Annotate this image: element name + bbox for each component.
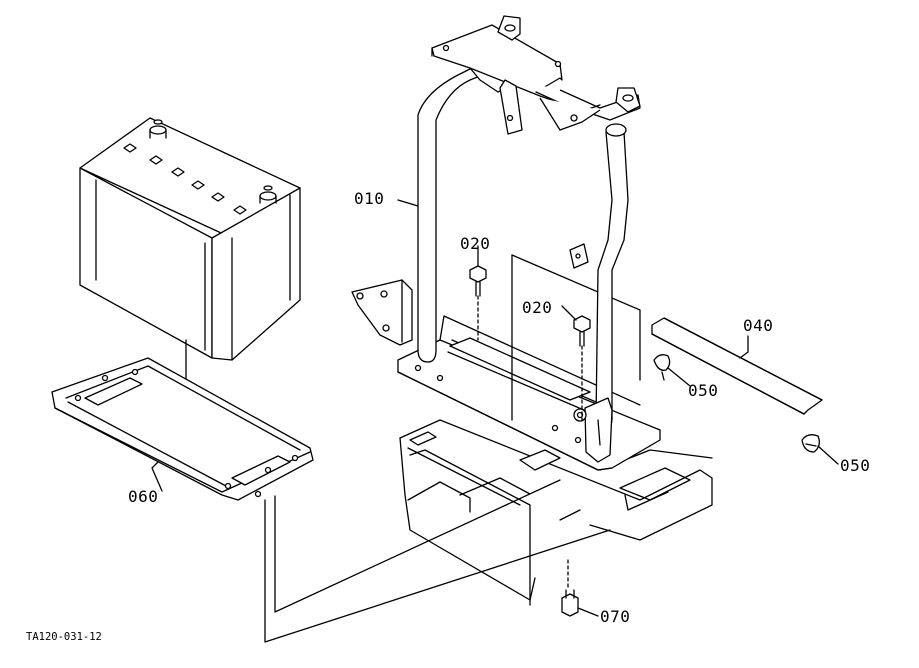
battery-tray xyxy=(51,357,314,501)
bolt-icon xyxy=(573,315,591,421)
part-label-020: 020 xyxy=(522,298,553,317)
part-label-060: 060 xyxy=(128,487,159,506)
part-label-010: 010 xyxy=(354,189,385,208)
part-label-050: 050 xyxy=(840,456,871,475)
battery xyxy=(79,117,301,433)
battery-cell-caps xyxy=(123,143,247,215)
part-label-050: 050 xyxy=(688,381,719,400)
wing-nut-icon xyxy=(801,434,820,453)
frame-bracket xyxy=(351,15,641,463)
figure-code: TA120-031-12 xyxy=(26,631,102,643)
wing-nut-icon xyxy=(653,354,671,381)
frame-body xyxy=(399,419,713,606)
battery-terminal-icon xyxy=(259,185,277,204)
strip-plate xyxy=(651,317,823,415)
part-label-020: 020 xyxy=(460,234,491,253)
part-label-040: 040 xyxy=(743,316,774,335)
bottom-bolt-icon xyxy=(561,559,579,617)
part-label-070: 070 xyxy=(600,607,631,626)
battery-terminal-icon xyxy=(149,119,167,139)
base-plate xyxy=(397,315,661,471)
leader-lines xyxy=(151,199,839,617)
